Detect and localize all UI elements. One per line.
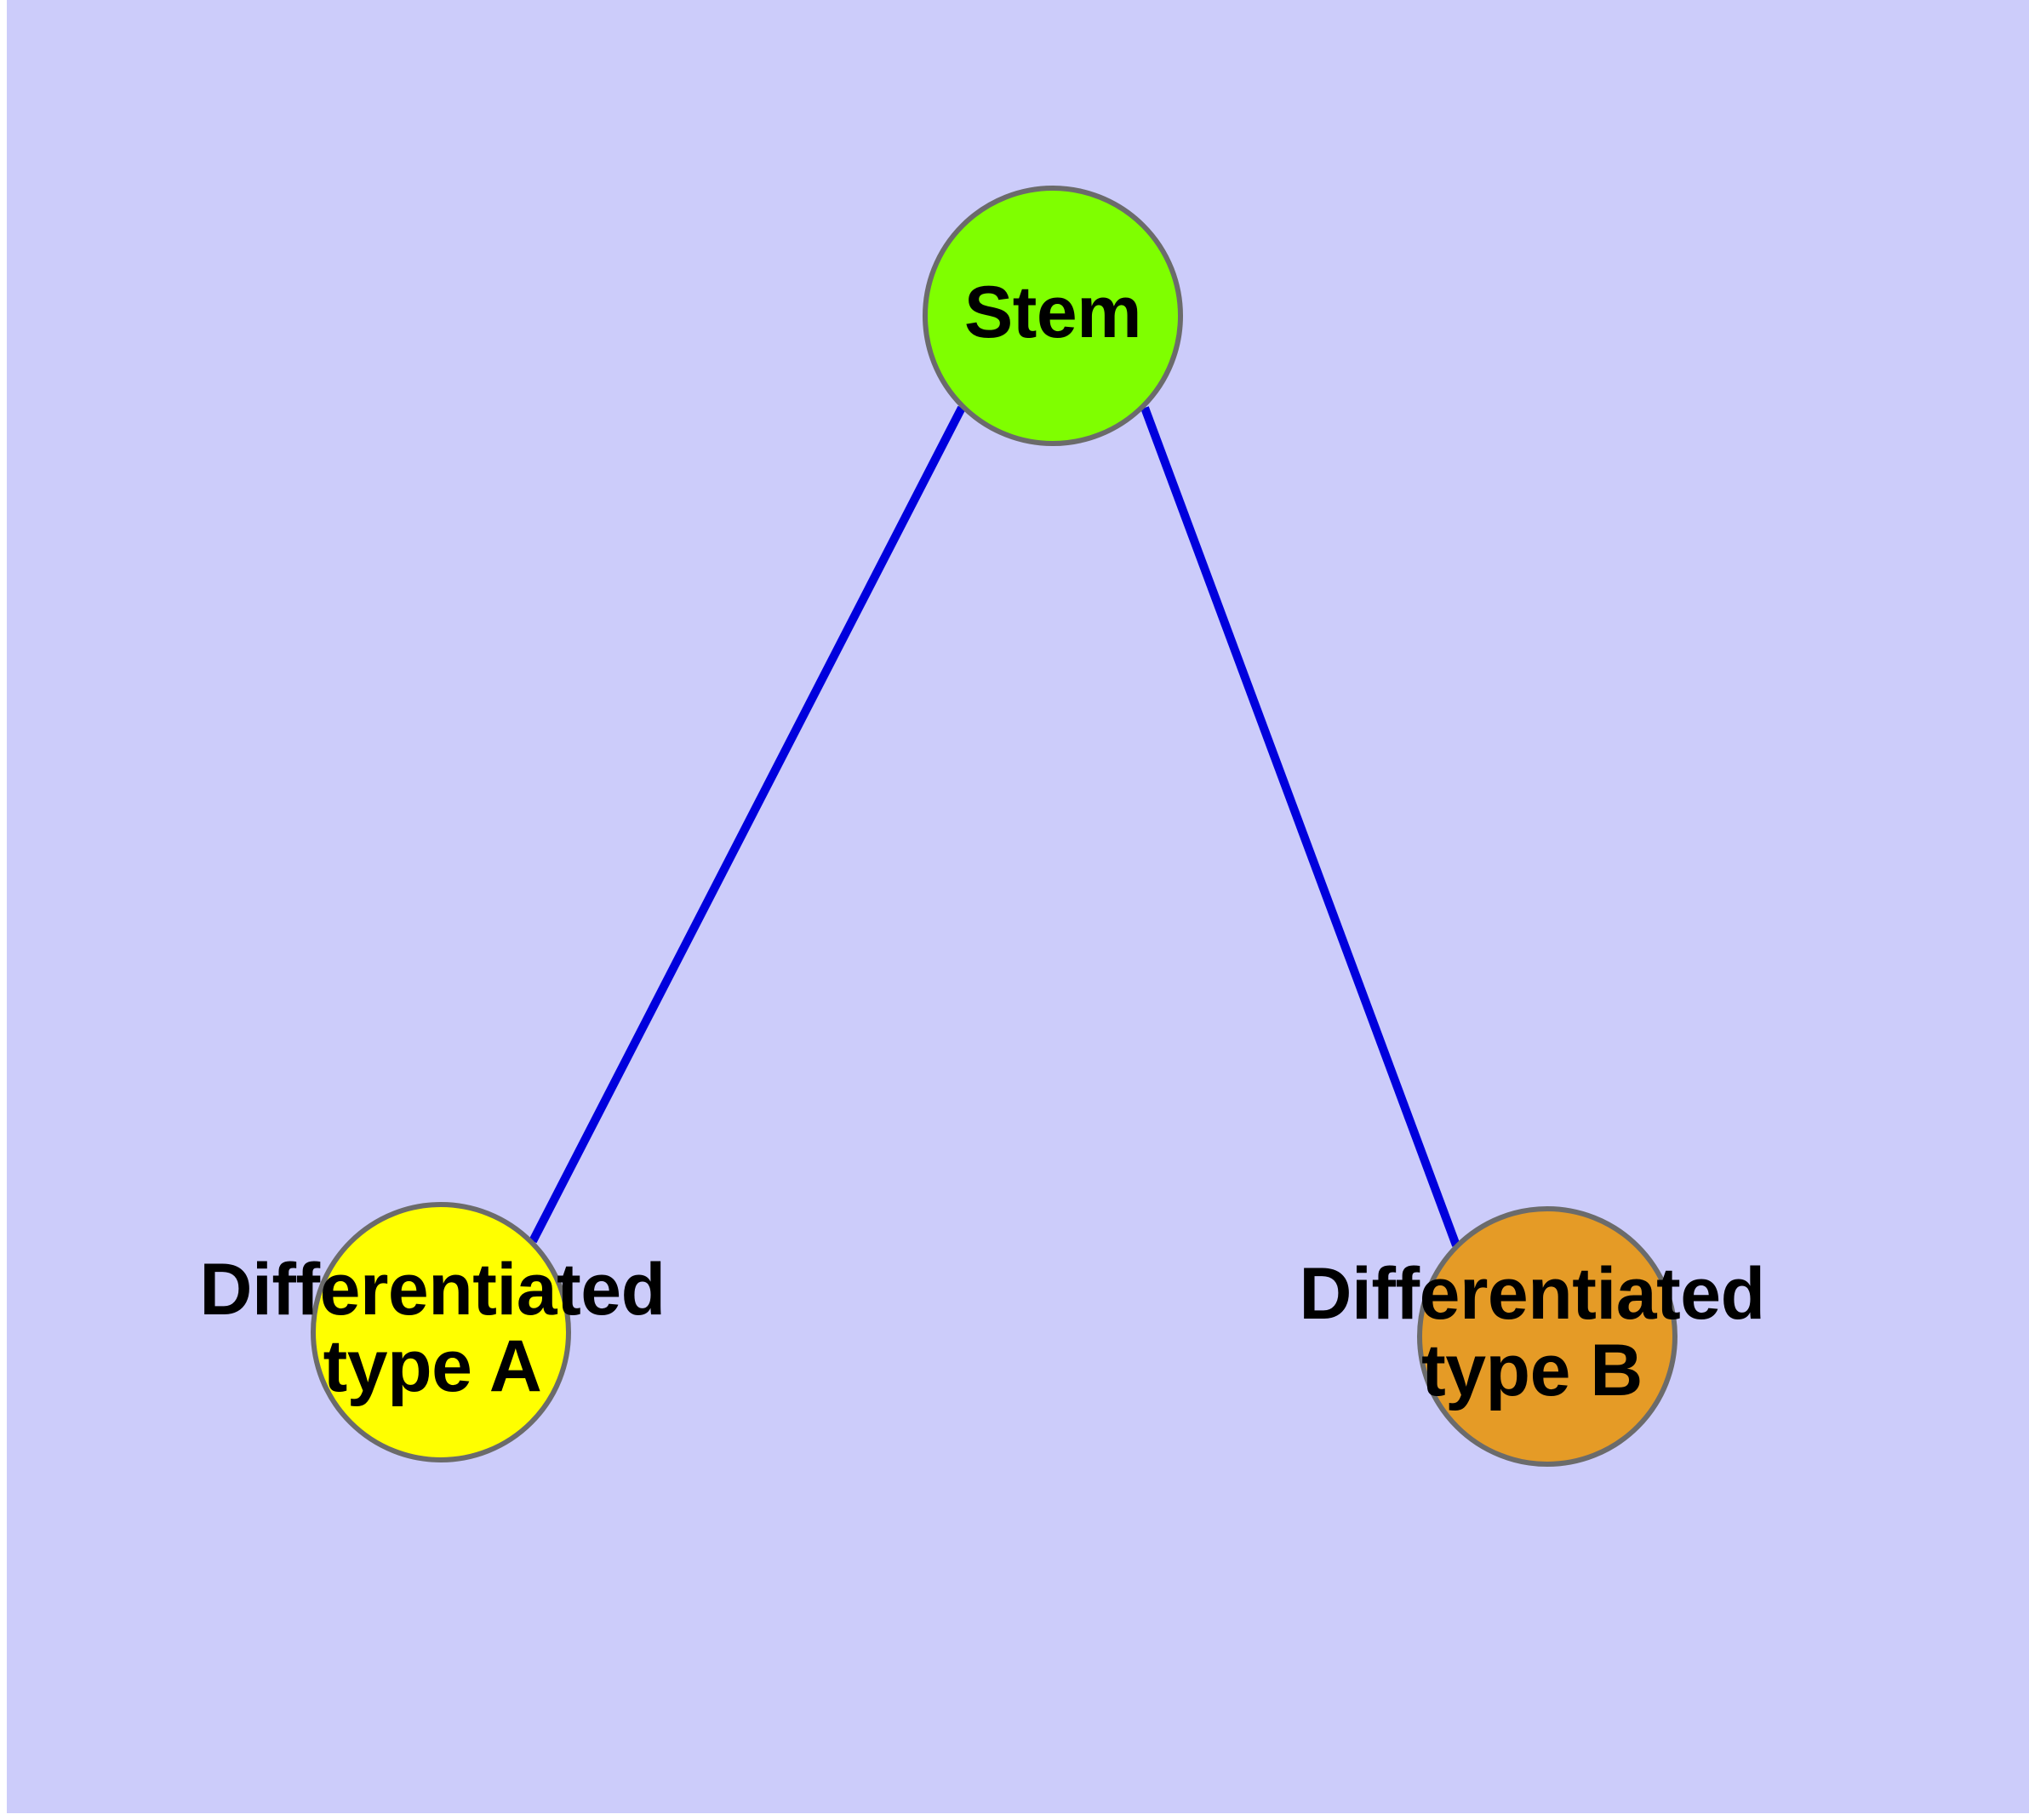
graph-plot-area: Stem Differentiated type A Differentiate… — [7, 0, 2029, 1813]
node-stem[interactable] — [923, 186, 1183, 446]
edge-stem-to-differentiated-type-b — [1140, 406, 1460, 1247]
node-differentiated-type-b[interactable] — [1417, 1206, 1677, 1467]
edge-stem-to-differentiated-type-a — [529, 405, 966, 1244]
node-differentiated-type-a[interactable] — [311, 1202, 571, 1462]
